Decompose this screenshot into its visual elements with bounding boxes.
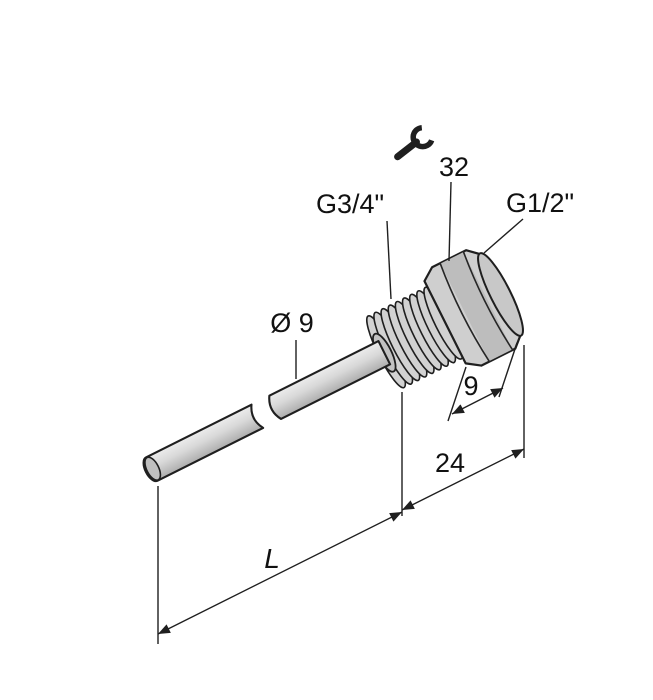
hex-nut-facet-edge [462, 250, 514, 351]
hex-nut-facet-shade [440, 252, 513, 362]
label-tube-diameter: Ø 9 [270, 308, 314, 338]
probe-assembly [142, 249, 524, 483]
probe-tube-tip-face [144, 456, 162, 481]
label-connection-thread: G1/2" [506, 188, 574, 218]
leader-wrench-size [448, 181, 452, 262]
wrench-icon [394, 124, 435, 161]
leader-process-thread [386, 220, 392, 300]
dimension-line [157, 511, 403, 635]
leader-connection-thread [483, 218, 524, 254]
label-process-thread: G3/4" [316, 189, 384, 219]
hex-nut [423, 249, 524, 367]
label-insertion-length: L [264, 543, 280, 574]
probe-tube-segment-lower [142, 403, 265, 483]
dimension-line [451, 387, 504, 415]
annotations: 32 G3/4" G1/2" Ø 9 9 24 L [157, 124, 574, 644]
dimension-line [401, 448, 525, 511]
hex-nut-bearing-face [477, 252, 524, 337]
label-nut-height: 9 [463, 371, 478, 401]
dimension-nut-height: 9 [447, 342, 518, 422]
dimension-insertion-length: L [157, 486, 403, 644]
label-wrench-size: 32 [439, 152, 469, 182]
probe-tube-segment-upper [268, 340, 392, 420]
hex-nut-facet-edge [439, 262, 491, 363]
thread-section-g34 [365, 286, 464, 389]
label-thread-length: 24 [435, 448, 465, 478]
dimension-thread-length: 24 [401, 345, 525, 516]
probe-tube [142, 340, 392, 483]
